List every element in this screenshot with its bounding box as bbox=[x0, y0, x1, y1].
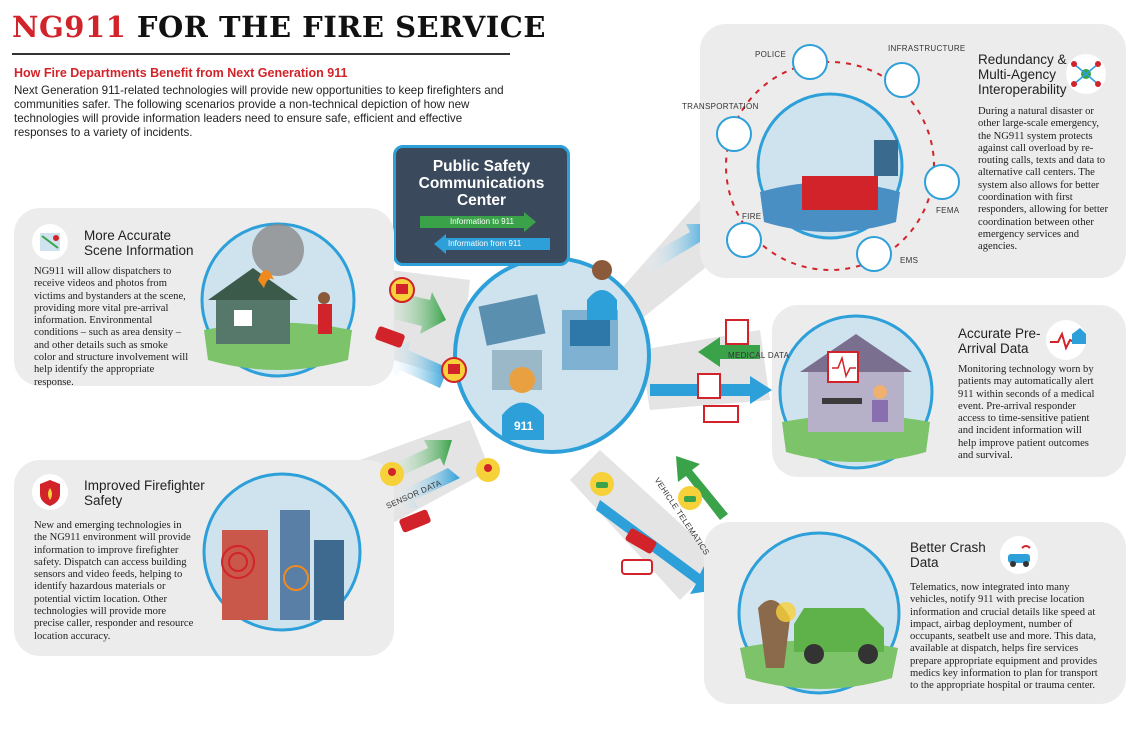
title-black: FOR THE FIRE SERVICE bbox=[136, 10, 546, 44]
crash-title-line1: Better Crash bbox=[910, 540, 986, 555]
sensor-icons bbox=[380, 458, 500, 533]
arrow-telematics-from-911 bbox=[596, 500, 716, 594]
safety-text: New and emerging technologies in the NG9… bbox=[34, 520, 194, 642]
arrow-scene-from-911 bbox=[384, 342, 448, 388]
scene-title-line1: More Accurate bbox=[84, 228, 172, 243]
dispatch-center-illustration: 911 bbox=[453, 256, 651, 454]
medical-icons bbox=[697, 319, 749, 423]
arrow-telematics-to-911 bbox=[676, 456, 728, 520]
arrow-safety-from-911 bbox=[390, 468, 460, 508]
safety-title-line2: Safety bbox=[84, 493, 123, 508]
psc-title-line1: Public Safety bbox=[432, 158, 531, 175]
page-title: NG911 FOR THE FIRE SERVICE bbox=[12, 10, 546, 44]
safety-title-line1: Improved Firefighter bbox=[84, 478, 205, 493]
building-sensor-illustration bbox=[202, 472, 362, 632]
title-red: NG911 bbox=[12, 10, 127, 44]
medical-data-label: MEDICAL DATA bbox=[728, 351, 790, 360]
multi-agency-illustration bbox=[716, 44, 960, 272]
label-fire: FIRE bbox=[742, 212, 762, 221]
scene-title-line2: Scene Information bbox=[84, 243, 194, 258]
redundancy-text: During a natural disaster or other large… bbox=[978, 106, 1109, 253]
arrow-redundancy bbox=[640, 224, 712, 272]
crash-text: Telematics, now integrated into many veh… bbox=[910, 582, 1098, 692]
redundancy-title-line2: Multi-Agency bbox=[978, 67, 1057, 82]
redundancy-title: Redundancy & Multi-Agency Interoperabili… bbox=[978, 52, 1067, 97]
psc-title: Public Safety Communications Center bbox=[396, 158, 567, 209]
heart-house-icon bbox=[1046, 320, 1086, 360]
title-rule bbox=[12, 53, 510, 55]
patient-monitor-illustration bbox=[778, 314, 934, 470]
label-ems: EMS bbox=[900, 256, 919, 265]
operator-shirt-label: 911 bbox=[514, 419, 534, 433]
redundancy-title-line1: Redundancy & bbox=[978, 52, 1067, 67]
network-icon bbox=[1066, 54, 1106, 94]
label-police: POLICE bbox=[755, 50, 787, 59]
telematics-icons bbox=[590, 472, 702, 575]
crash-illustration bbox=[737, 531, 901, 695]
safety-title: Improved Firefighter Safety bbox=[84, 478, 205, 508]
psc-title-line2: Communications bbox=[418, 175, 545, 192]
crash-title-line2: Data bbox=[910, 555, 939, 570]
intro-text: Next Generation 911-related technologies… bbox=[14, 84, 504, 139]
prearrival-title: Accurate Pre- Arrival Data bbox=[958, 326, 1041, 356]
house-fire-illustration bbox=[200, 222, 356, 378]
scene-title: More Accurate Scene Information bbox=[84, 228, 194, 258]
firefighter-shield-icon bbox=[32, 474, 68, 510]
arrow-medical-to-911 bbox=[698, 337, 760, 367]
subtitle: How Fire Departments Benefit from Next G… bbox=[14, 66, 348, 80]
flow-from-911-label: Information from 911 bbox=[448, 239, 522, 248]
redundancy-title-line3: Interoperability bbox=[978, 82, 1067, 97]
prearrival-title-line2: Arrival Data bbox=[958, 341, 1029, 356]
crash-title: Better Crash Data bbox=[910, 540, 986, 570]
psc-box: Public Safety Communications Center Info… bbox=[393, 145, 570, 266]
label-fema: FEMA bbox=[936, 206, 960, 215]
prearrival-text: Monitoring technology worn by patients m… bbox=[958, 364, 1095, 462]
label-transportation: TRANSPORTATION bbox=[682, 102, 759, 111]
car-signal-icon bbox=[1000, 536, 1038, 574]
label-infrastructure: INFRASTRUCTURE bbox=[888, 44, 966, 53]
scene-text: NG911 will allow dispatchers to receive … bbox=[34, 266, 189, 388]
map-icon bbox=[32, 224, 68, 260]
scene-phone-icons bbox=[375, 277, 467, 383]
prearrival-title-line1: Accurate Pre- bbox=[958, 326, 1041, 341]
psc-flow-arrows bbox=[420, 212, 550, 254]
flow-to-911-label: Information to 911 bbox=[450, 217, 514, 226]
psc-title-line3: Center bbox=[456, 192, 507, 209]
